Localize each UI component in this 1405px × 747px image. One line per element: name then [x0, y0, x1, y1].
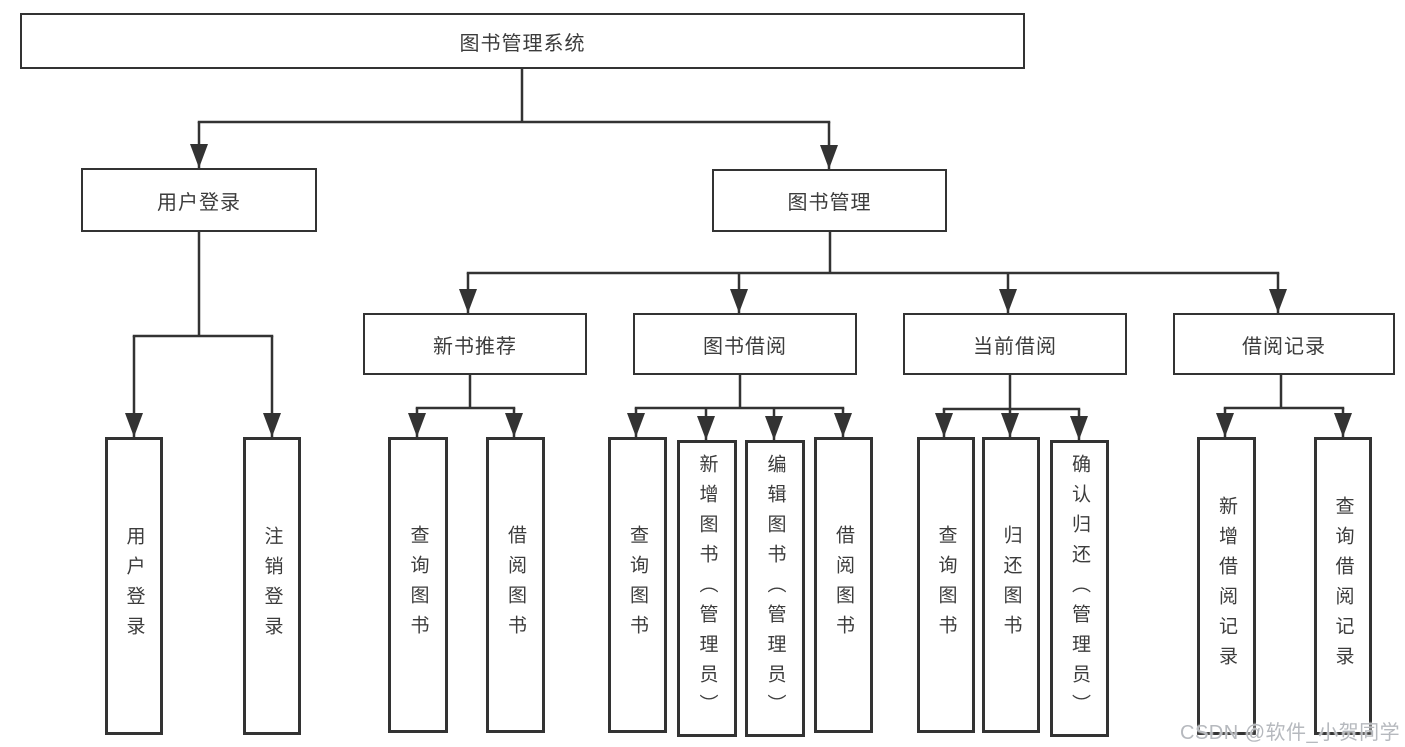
leaf-label: 查询图书 [407, 525, 429, 645]
leaf-records-query-record: 查询借阅记录 [1314, 437, 1372, 735]
leaf-newbook-query-books: 查询图书 [388, 437, 448, 733]
leaf-label: 确认归还（管理员） [1069, 453, 1090, 724]
leaf-borrow-query-books: 查询图书 [608, 437, 667, 733]
leaf-label: 查询图书 [935, 525, 957, 645]
node-new-book-recommend: 新书推荐 [363, 313, 587, 375]
leaf-newbook-borrow-books: 借阅图书 [486, 437, 545, 733]
watermark: CSDN @软件_小贺同学 [1180, 722, 1401, 744]
leaf-label: 查询图书 [627, 525, 648, 645]
node-user-login-branch: 用户登录 [81, 168, 317, 232]
leaf-label: 用户登录 [123, 526, 145, 646]
node-borrow-records: 借阅记录 [1173, 313, 1395, 375]
leaf-label: 编辑图书（管理员） [764, 453, 786, 724]
node-root: 图书管理系统 [20, 13, 1025, 69]
leaf-label: 借阅图书 [833, 525, 854, 645]
leaf-label: 归还图书 [1000, 525, 1022, 645]
leaf-borrow-edit-books-admin: 编辑图书（管理员） [745, 440, 805, 737]
leaf-logout: 注销登录 [243, 437, 301, 735]
leaf-label: 注销登录 [261, 526, 283, 646]
leaf-label: 新增借阅记录 [1216, 496, 1237, 676]
leaf-user-login: 用户登录 [105, 437, 163, 735]
node-book-management: 图书管理 [712, 169, 947, 232]
leaf-label: 借阅图书 [505, 525, 526, 645]
leaf-label: 新增图书（管理员） [696, 453, 718, 724]
node-book-borrow: 图书借阅 [633, 313, 857, 375]
leaf-records-add-record: 新增借阅记录 [1197, 437, 1256, 735]
leaf-current-confirm-return-admin: 确认归还（管理员） [1050, 440, 1109, 737]
leaf-borrow-add-books-admin: 新增图书（管理员） [677, 440, 737, 737]
leaf-current-return-books: 归还图书 [982, 437, 1040, 733]
node-current-borrow: 当前借阅 [903, 313, 1127, 375]
leaf-current-query-books: 查询图书 [917, 437, 975, 733]
leaf-label: 查询借阅记录 [1332, 496, 1354, 676]
leaf-borrow-borrow-books: 借阅图书 [814, 437, 873, 733]
